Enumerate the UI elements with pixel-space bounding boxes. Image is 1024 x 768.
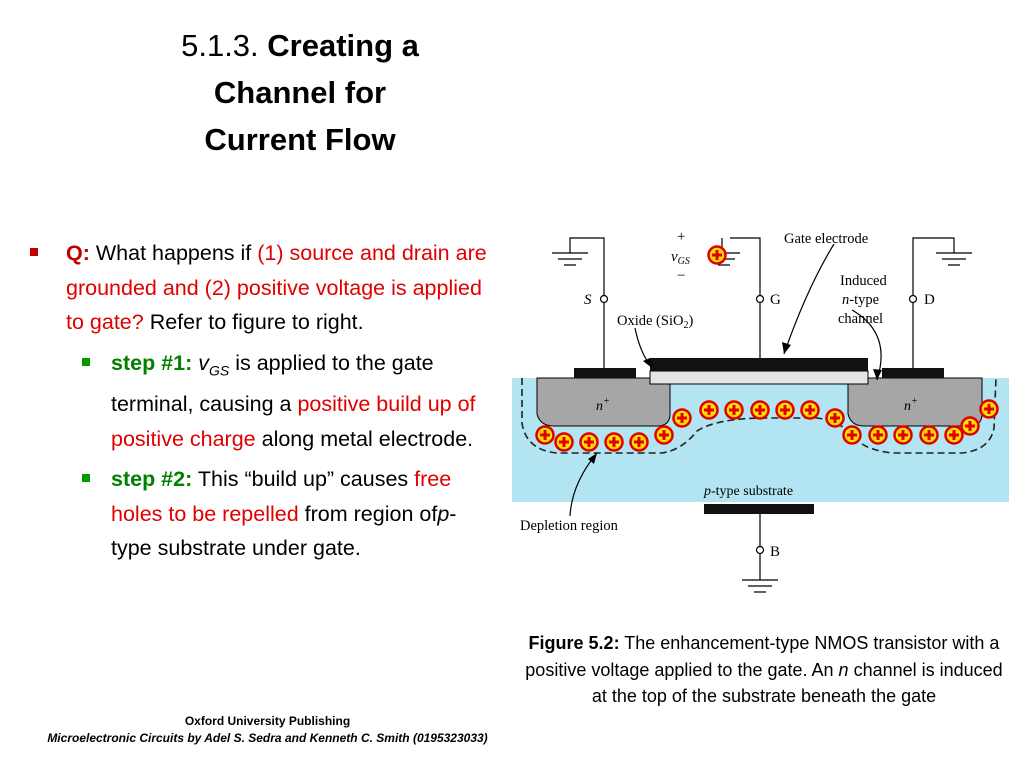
- positive-charges: [535, 245, 999, 452]
- vgs-label: vGS: [671, 249, 690, 267]
- source-n-plus-region: [536, 377, 671, 427]
- caption-text-end: channel is induced at the top of the sub…: [591, 659, 1003, 707]
- bullet-square-icon: [82, 357, 90, 366]
- drain-contact: [882, 368, 944, 378]
- plus-charge-icon: [868, 425, 888, 445]
- source-contact: [574, 368, 636, 378]
- plus-charge-icon: [979, 399, 999, 419]
- source-n-plus-label: n+: [596, 396, 610, 414]
- caption-n: n: [838, 659, 849, 680]
- plus-charge-icon: [800, 400, 820, 420]
- step2-label: step #2:: [111, 467, 193, 492]
- drain-n-plus-label: n+: [904, 396, 918, 414]
- step1-label: step #1:: [111, 350, 193, 375]
- plus-charge-icon: [724, 400, 744, 420]
- title-line2: Channel for: [213, 75, 387, 110]
- bullet-square-icon: [30, 248, 38, 256]
- plus-charge-icon: [775, 400, 795, 420]
- step2-text-mid: from region of: [304, 501, 438, 526]
- question-conditions: (1) source and drain are grounded and (2…: [66, 241, 487, 334]
- plus-charge-icon: [654, 425, 674, 445]
- plus-charge-icon: [893, 425, 913, 445]
- step2-p: p: [437, 501, 450, 526]
- footer-citation: Microelectronic Circuits by Adel S. Sedr…: [47, 731, 488, 745]
- plus-charge-icon: [629, 432, 649, 452]
- question-refer: Refer to figure to right.: [149, 310, 364, 334]
- depletion-label: Depletion region: [520, 518, 619, 534]
- plus-charge-icon: [604, 432, 624, 452]
- title-line3: Current Flow: [204, 122, 396, 157]
- drain-label: D: [924, 292, 935, 308]
- oxide-label: Oxide (SiO2): [617, 313, 693, 331]
- caption-label: Figure 5.2:: [528, 633, 620, 653]
- step1-highlight: positive build up of positive charge: [111, 392, 476, 451]
- bullet-list: Q: What happens if (1) source and drain …: [30, 236, 495, 566]
- vgs-minus: −: [677, 268, 685, 284]
- plus-charge-icon: [750, 400, 770, 420]
- induced-label-1: Induced: [840, 273, 887, 289]
- step2-bullet: step #2: This “build up” causes free hol…: [30, 462, 495, 566]
- plus-charge-icon: [672, 408, 692, 428]
- plus-charge-icon: [535, 425, 555, 445]
- gate-electrode: [650, 358, 868, 371]
- plus-charge-icon: [960, 416, 980, 436]
- vgs-plus: +: [677, 229, 685, 245]
- footer: Oxford University Publishing Microelectr…: [30, 713, 505, 747]
- nmos-diagram: + vGS − Gate electrode Induced n-type ch…: [512, 229, 1009, 593]
- plus-charge-icon: [842, 425, 862, 445]
- circuit-wires: [552, 237, 972, 593]
- body-contact: [704, 504, 814, 514]
- gate-electrode-label: Gate electrode: [784, 231, 868, 247]
- slide-title: 5.1.3. Creating a Channel for Current Fl…: [160, 22, 440, 163]
- plus-charge-icon: [707, 245, 727, 265]
- arrow-heads: [588, 342, 882, 464]
- question-label: Q:: [66, 241, 90, 265]
- plus-charge-icon: [699, 400, 719, 420]
- step1-text: is applied to the gate terminal, causing…: [111, 350, 434, 417]
- plus-charge-icon: [944, 425, 964, 445]
- step2-text-end: -type substrate under gate.: [111, 501, 457, 561]
- step1-text-end: along metal electrode.: [261, 426, 474, 451]
- plus-charge-icon: [919, 425, 939, 445]
- source-label: S: [584, 292, 592, 308]
- step2-highlight: free holes to be repelled: [111, 467, 452, 526]
- plus-charge-icon: [554, 432, 574, 452]
- p-substrate-label: p-type substrate: [703, 484, 793, 499]
- question-text: What happens if: [95, 241, 252, 265]
- caption-text: The enhancement-type NMOS transistor wit…: [525, 633, 1000, 680]
- figure-caption: Figure 5.2: The enhancement-type NMOS tr…: [516, 630, 1012, 710]
- induced-label-2: n-type: [842, 292, 879, 308]
- gate-label: G: [770, 292, 781, 308]
- question-bullet: Q: What happens if (1) source and drain …: [30, 236, 495, 340]
- induced-label-3: channel: [838, 311, 883, 327]
- oxide-layer: [649, 370, 869, 385]
- title-number: 5.1.3.: [181, 28, 259, 63]
- step1-var: vGS: [198, 350, 230, 378]
- bullet-square-icon: [82, 474, 90, 483]
- step2-text: This “build up” causes: [197, 467, 409, 492]
- plus-charge-icon: [825, 408, 845, 428]
- plus-charge-icon: [579, 432, 599, 452]
- footer-publisher: Oxford University Publishing: [184, 714, 351, 728]
- depletion-boundary: [521, 377, 997, 454]
- body-label: B: [770, 544, 780, 560]
- title-line1: Creating a: [267, 28, 419, 63]
- step1-bullet: step #1: vGS is applied to the gate term…: [30, 346, 495, 457]
